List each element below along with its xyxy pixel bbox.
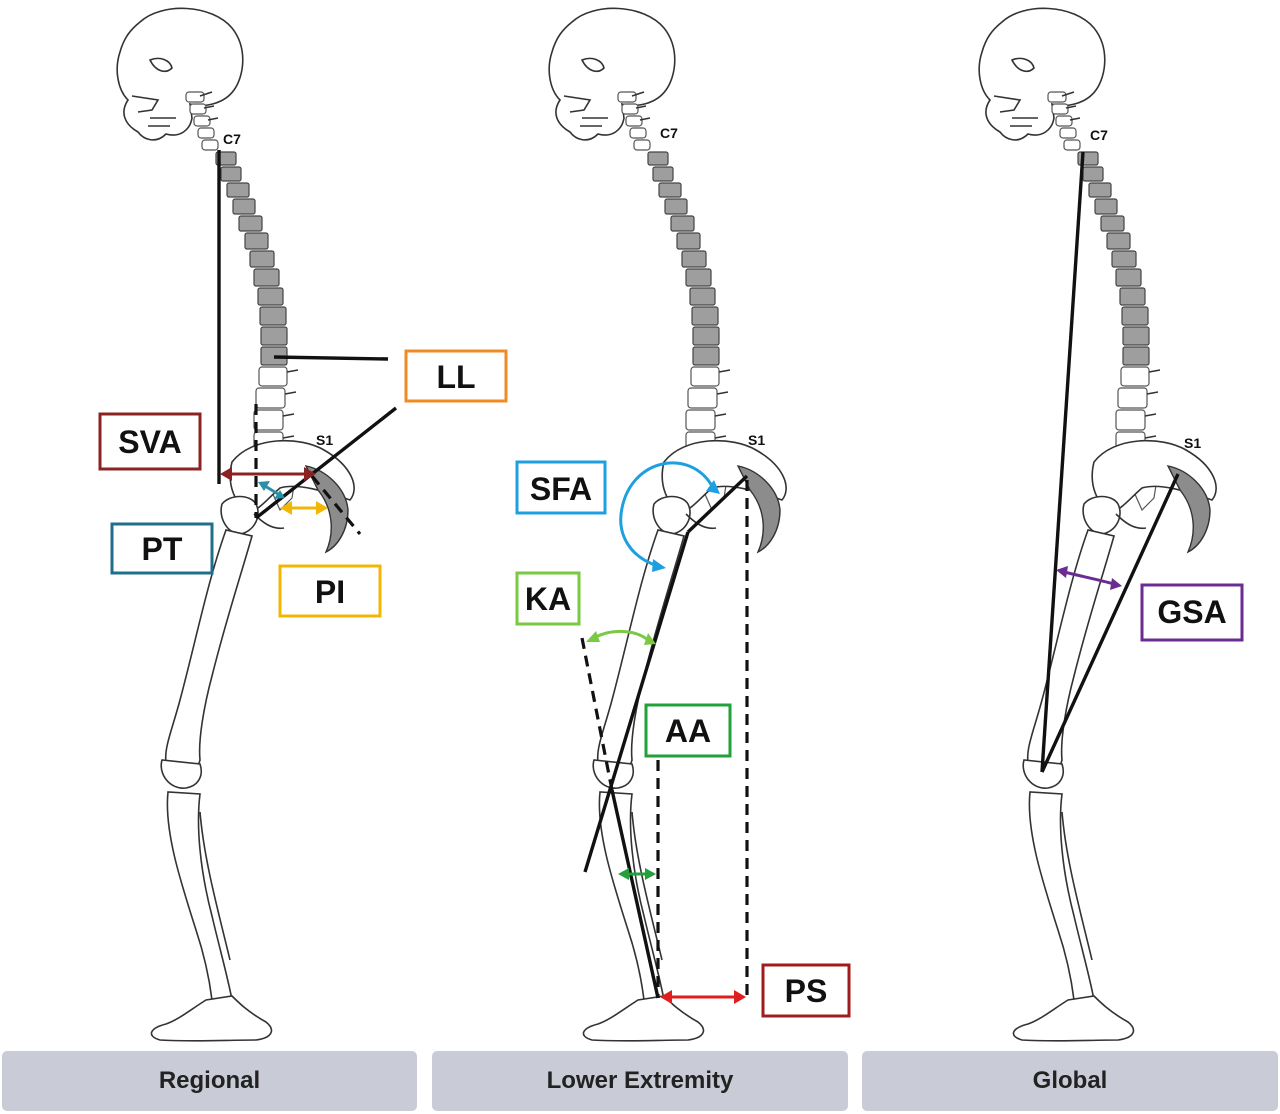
aa-arrow — [618, 868, 656, 880]
ka-label: KA — [515, 571, 581, 626]
s1-label: S1 — [748, 432, 765, 448]
c7-label: C7 — [1090, 127, 1108, 143]
panel-global: C7 S1 GSA — [978, 7, 1244, 1042]
ll-label: LL — [404, 349, 508, 403]
skeleton-lower-extremity — [548, 7, 787, 1042]
ka-arrow — [586, 630, 656, 645]
c7-label: C7 — [223, 131, 241, 147]
skeleton-global — [978, 7, 1217, 1042]
tibial-axis-line — [610, 789, 660, 999]
sva-label: SVA — [98, 412, 202, 471]
gsa-label: GSA — [1140, 583, 1244, 642]
ps-arrow — [660, 990, 746, 1004]
panel-title-regional: Regional — [2, 1051, 417, 1111]
c7-label: C7 — [660, 125, 678, 141]
panel-lower-extremity: C7 S1 SFA — [515, 7, 851, 1042]
svg-text:LL: LL — [436, 359, 475, 395]
gsa-arrow — [1056, 566, 1122, 590]
s1-to-femur-line — [1040, 473, 1180, 773]
ll-reference-line — [273, 355, 389, 361]
panel-title-lower-extremity: Lower Extremity — [432, 1051, 848, 1111]
sfa-label: SFA — [515, 460, 607, 515]
sacral-slope-line — [254, 406, 398, 520]
c7-to-femur-line — [1040, 151, 1085, 773]
s1-label: S1 — [1184, 435, 1201, 451]
svg-text:SVA: SVA — [118, 424, 181, 460]
svg-text:KA: KA — [525, 581, 571, 617]
svg-text:AA: AA — [665, 713, 711, 749]
pt-label: PT — [110, 522, 214, 575]
panel-regional: C7 S1 LL SVA — [98, 7, 508, 1042]
sfa-arrow — [619, 461, 720, 572]
s1-label: S1 — [316, 432, 333, 448]
panel-title-global: Global — [862, 1051, 1278, 1111]
svg-text:PS: PS — [785, 973, 828, 1009]
pi-label: PI — [278, 564, 382, 618]
pt-arrow — [258, 481, 285, 499]
svg-text:PI: PI — [315, 574, 345, 610]
svg-text:SFA: SFA — [530, 471, 592, 507]
sacrum-to-hip-line — [686, 474, 749, 534]
svg-text:GSA: GSA — [1157, 594, 1226, 630]
pi-arrow — [280, 501, 328, 515]
sacral-perpendicular-line — [310, 474, 362, 536]
femoral-axis-line — [583, 531, 690, 873]
ps-label: PS — [761, 963, 851, 1018]
sva-arrow — [220, 467, 316, 481]
svg-text:PT: PT — [142, 531, 183, 567]
knee-extension-line — [580, 637, 614, 791]
aa-label: AA — [644, 703, 732, 758]
